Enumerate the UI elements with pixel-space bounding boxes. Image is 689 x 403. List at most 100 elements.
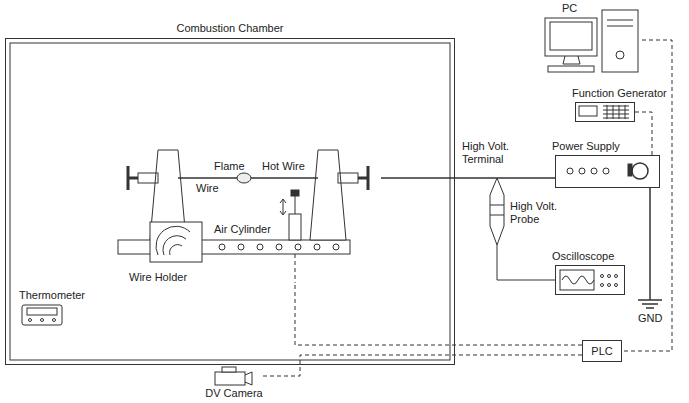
thermometer-icon [29, 319, 32, 322]
pc: PC [540, 2, 642, 77]
pc-icon [545, 10, 638, 72]
plc-box: PLC [582, 340, 622, 362]
function-generator-panel [579, 105, 629, 119]
air-control-line [295, 254, 296, 283]
power-supply-panel [628, 164, 632, 176]
gear-box [156, 226, 190, 255]
oscilloscope-panel [560, 270, 594, 290]
pc-icon [548, 66, 594, 72]
function-generator-panel [579, 106, 597, 116]
node-label: DV Camera [205, 387, 262, 400]
high-voltage-wire [381, 177, 555, 178]
pc-icon [602, 10, 638, 72]
node-label: Thermometer [19, 289, 85, 302]
wire-holder-frame [338, 173, 358, 183]
camera-icon [222, 367, 236, 372]
high-volt-probe [490, 178, 504, 245]
wire-holder: Wire Holder [119, 146, 381, 284]
wire-holder-frame [138, 173, 158, 183]
thermometer: Thermometer [19, 289, 67, 329]
thermometer-icon [27, 308, 57, 315]
part-label: Wire [196, 182, 236, 195]
wire-holder-frame [128, 177, 138, 180]
node-label: PLC [591, 345, 612, 358]
hot-wire [280, 190, 299, 215]
probe-label: High Volt. Probe [510, 200, 570, 226]
base-hole [238, 244, 244, 250]
power-supply-panel [591, 168, 597, 174]
base-holes [219, 244, 339, 250]
base-hole [219, 244, 225, 250]
ground-symbol [638, 188, 662, 308]
camera-icon [245, 372, 252, 385]
terminal-label: High Volt. Terminal [462, 140, 524, 166]
thermometer-icon [41, 319, 44, 322]
thermometer-icon [22, 305, 62, 325]
oscilloscope-panel [560, 270, 618, 290]
pc-icon [607, 26, 633, 27]
high-volt-probe [490, 215, 504, 216]
base-hole [276, 244, 282, 250]
base-hole [333, 244, 339, 250]
wire-holder-frame [310, 150, 346, 240]
ground-symbol [638, 188, 662, 308]
oscilloscope-panel [601, 275, 604, 278]
camera-icon [215, 372, 245, 385]
pc-icon [563, 56, 580, 64]
base-hole [314, 244, 320, 250]
oscilloscope-panel [608, 284, 611, 287]
power-supply-panel [603, 168, 609, 174]
node-label: Combustion Chamber [177, 22, 284, 35]
part-label: Air Cylinder [214, 223, 284, 236]
thermometer-icon [22, 305, 62, 325]
node-label: Power Supply [552, 140, 620, 153]
wire-holder-frame [358, 177, 368, 180]
hot-wire [295, 196, 296, 214]
oscilloscope-panel [608, 275, 611, 278]
pc-icon [545, 18, 597, 56]
node-label: Oscilloscope [552, 250, 614, 263]
oscilloscope-panel [615, 284, 618, 287]
oscilloscope-box: Oscilloscope [555, 265, 625, 295]
gear-box [150, 222, 202, 262]
power-supply-box: Power Supply [555, 155, 660, 188]
node-label: PC [562, 2, 577, 15]
pc-icon [616, 51, 624, 59]
hot-wire [280, 199, 286, 215]
camera-icon [215, 367, 252, 385]
high-volt-probe [490, 178, 555, 280]
flame [237, 173, 251, 183]
power-supply-panel [567, 168, 573, 174]
apparatus-illustration [10, 10, 662, 385]
high-volt-probe [490, 205, 504, 206]
chamber-inner-frame [10, 43, 450, 360]
power-supply-panel [632, 163, 648, 179]
control-line [295, 284, 582, 345]
part-label: Hot Wire [262, 160, 312, 173]
chamber-box: Combustion ChamberWire HolderThermometer [5, 38, 455, 365]
thermometer-icon [53, 319, 56, 322]
oscilloscope-panel [601, 284, 604, 287]
oscilloscope-panel [562, 276, 594, 284]
node-label: Wire Holder [129, 271, 187, 284]
function-generator-box: Function Generator [575, 102, 635, 122]
part-label: Flame [214, 160, 254, 173]
oscilloscope-panel [615, 275, 618, 278]
air-cylinder [289, 214, 301, 240]
control-line [263, 355, 582, 376]
ground-label: GND [638, 312, 678, 325]
function-generator-panel [603, 105, 629, 119]
pc-icon [550, 22, 592, 50]
control-line [622, 40, 672, 351]
power-supply-panel [579, 168, 585, 174]
control-line [635, 112, 652, 155]
base-hole [257, 244, 263, 250]
power-supply-panel [567, 163, 648, 179]
dv-camera: DV Camera [205, 367, 263, 401]
node-label: Function Generator [572, 87, 667, 100]
high-volt-probe [497, 245, 555, 280]
base-hole [295, 244, 301, 250]
gear-box [150, 222, 202, 262]
